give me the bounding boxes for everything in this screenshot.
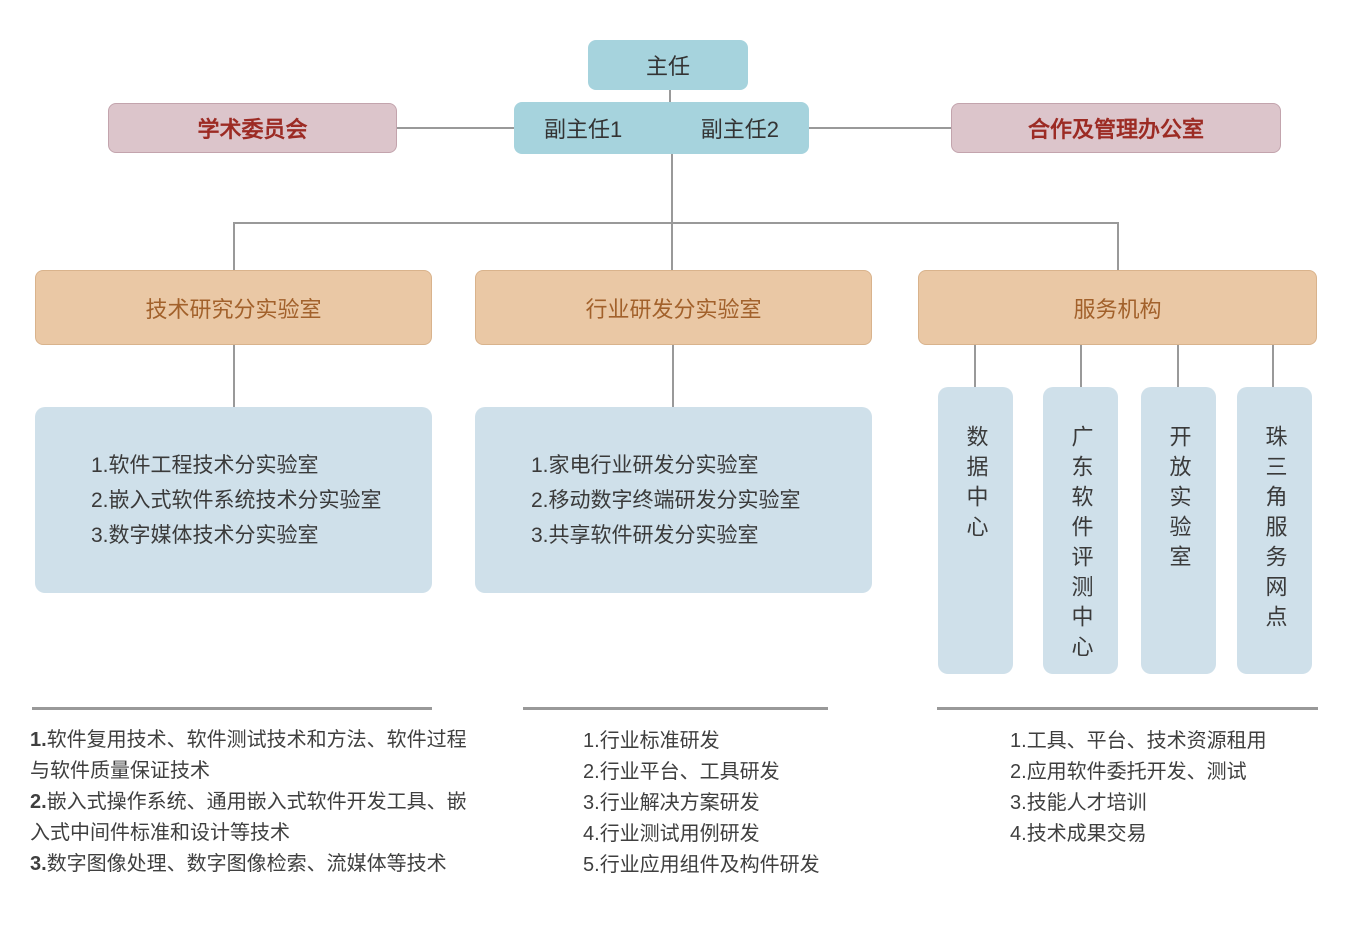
industry-sublabs-box: 1.家电行业研发分实验室 2.移动数字终端研发分实验室 3.共享软件研发分实验室 [475,407,872,593]
director-label: 主任 [645,54,690,79]
industry-sublab-item: 1.家电行业研发分实验室 [531,453,759,477]
tech-footnote-divider [32,707,432,710]
deputy-2-label: 副主任2 [700,117,779,142]
industry-lab-box: 行业研发分实验室 [475,270,872,345]
service-org-box: 服务机构 [918,270,1317,345]
tech-footnote-line: 与软件质量保证技术 [30,760,210,782]
tech-sublab-item: 2.嵌入式软件系统技术分实验室 [91,488,382,512]
connector-unit-3 [1177,345,1179,387]
industry-sublab-item: 2.移动数字终端研发分实验室 [531,488,801,512]
service-footnote-divider [937,707,1318,710]
connector-industry-sublabs [672,345,674,407]
service-unit-1-label: 数据中心 [963,425,989,545]
cooperation-office-label: 合作及管理办公室 [1027,117,1204,142]
industry-footnote: 1.行业标准研发 2.行业平台、工具研发 3.行业解决方案研发 4.行业测试用例研发 5… [583,726,883,881]
tech-sublabs-box: 1.软件工程技术分实验室 2.嵌入式软件系统技术分实验室 3.数字媒体技术分实验室 [35,407,432,593]
industry-lab-label: 行业研发分实验室 [585,296,762,322]
cooperation-office-box: 合作及管理办公室 [951,103,1281,153]
connector-director-deputy [669,90,671,102]
academic-committee-label: 学术委员会 [197,117,308,142]
tech-footnote: 1.软件复用技术、软件测试技术和方法、软件过程与软件质量保证技术 2.嵌入式操作系… [30,725,470,880]
tech-footnote-line: 2.嵌入式操作系统、通用嵌入式软件开发工具、嵌 [30,791,467,813]
connector-drop-service [1117,222,1119,270]
industry-sublab-item: 3.共享软件研发分实验室 [531,523,759,547]
connector-unit-2 [1080,345,1082,387]
service-footnote-line: 4.技术成果交易 [1010,823,1147,845]
connector-deputy-cooperation [809,127,951,129]
service-footnote-line: 3.技能人才培训 [1010,792,1147,814]
connector-academic-deputy [397,127,514,129]
service-org-label: 服务机构 [1073,296,1162,322]
industry-footnote-line: 4.行业测试用例研发 [583,823,760,845]
deputy-1-label: 副主任1 [544,117,623,142]
service-unit-box-3: 开放实验室 [1141,387,1216,674]
tech-footnote-line: 3.数字图像处理、数字图像检索、流媒体等技术 [30,853,447,875]
connector-unit-1 [974,345,976,387]
connector-bus [233,222,1119,224]
deputy-directors-box: 副主任1 副主任2 [514,102,809,154]
service-footnote: 1.工具、平台、技术资源租用 2.应用软件委托开发、测试 3.技能人才培训 4.技术成… [1010,726,1330,850]
service-unit-2-label: 广东软件评测中心 [1068,425,1094,665]
tech-sublab-item: 1.软件工程技术分实验室 [91,453,319,477]
service-unit-box-1: 数据中心 [938,387,1013,674]
industry-footnote-line: 2.行业平台、工具研发 [583,761,780,783]
service-footnote-line: 1.工具、平台、技术资源租用 [1010,730,1267,752]
tech-lab-box: 技术研究分实验室 [35,270,432,345]
tech-footnote-line: 1.软件复用技术、软件测试技术和方法、软件过程 [30,729,467,751]
service-unit-box-4: 珠三角服务网点 [1237,387,1312,674]
service-footnote-line: 2.应用软件委托开发、测试 [1010,761,1247,783]
industry-footnote-line: 1.行业标准研发 [583,730,720,752]
service-unit-3-label: 开放实验室 [1166,425,1192,575]
connector-deputy-spine [671,154,673,270]
tech-sublab-item: 3.数字媒体技术分实验室 [91,523,319,547]
connector-tech-sublabs [233,345,235,407]
industry-footnote-line: 5.行业应用组件及构件研发 [583,854,820,876]
academic-committee-box: 学术委员会 [108,103,397,153]
connector-unit-4 [1272,345,1274,387]
connector-drop-tech [233,222,235,270]
service-unit-4-label: 珠三角服务网点 [1262,425,1288,635]
industry-footnote-divider [523,707,828,710]
industry-footnote-line: 3.行业解决方案研发 [583,792,760,814]
tech-lab-label: 技术研究分实验室 [145,296,322,322]
director-box: 主任 [588,40,748,90]
tech-footnote-line: 入式中间件标准和设计等技术 [30,822,290,844]
service-unit-box-2: 广东软件评测中心 [1043,387,1118,674]
